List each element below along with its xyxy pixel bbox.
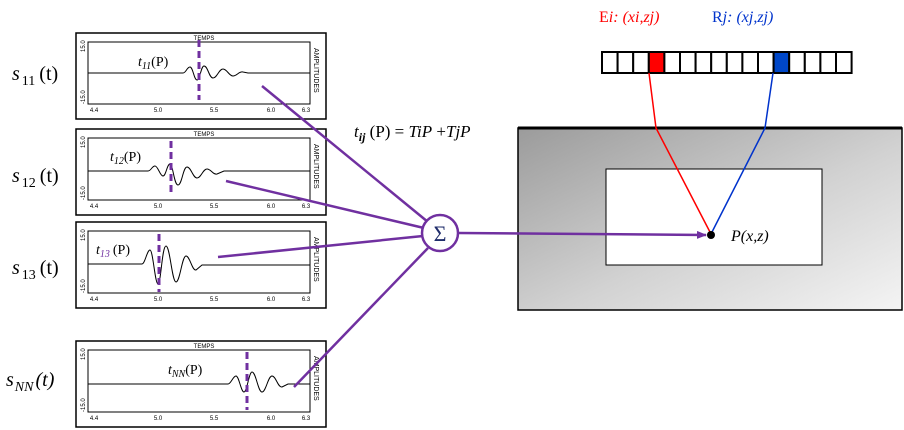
receiver-ray-path <box>710 72 774 235</box>
seismogram-panel: TEMPS AMPLITUDES 15.0 -15.0 4.4 5.0 5.5 … <box>75 32 327 120</box>
x-tick: 5.0 <box>154 204 163 210</box>
array-cell <box>803 51 822 74</box>
panel-side-label: AMPLITUDES <box>312 48 319 93</box>
pick-label: t13(P) <box>96 243 130 260</box>
y-bottom-tick: -15.0 <box>81 90 87 104</box>
y-bottom-tick: -15.0 <box>81 279 87 293</box>
panel-top-label: TEMPS <box>194 132 215 138</box>
x-tick: 4.4 <box>90 297 99 303</box>
pick-label: t11(P) <box>138 55 169 72</box>
array-cell <box>819 51 838 74</box>
array-cell <box>835 51 853 74</box>
receiver-cell <box>772 51 791 74</box>
y-bottom-tick: -15.0 <box>81 186 87 200</box>
array-cell <box>741 51 760 74</box>
array-cell <box>757 51 775 74</box>
panel-side-label: AMPLITUDES <box>312 144 319 189</box>
x-tick-labels: 4.4 5.0 5.5 6.0 6.3 <box>90 297 311 303</box>
connector-s13 <box>217 234 424 259</box>
x-tick: 6.0 <box>267 204 276 210</box>
array-cell <box>679 51 697 74</box>
x-tick: 5.5 <box>210 297 219 303</box>
x-tick: 4.4 <box>90 204 99 210</box>
x-tick: 4.4 <box>90 108 99 114</box>
seismogram-panel: TEMPS AMPLITUDES 15.0 -15.0 4.4 5.0 5.5 … <box>75 340 327 428</box>
summation-connections <box>217 85 429 388</box>
array-cell <box>694 51 713 74</box>
array-cell <box>632 51 650 74</box>
array-cell <box>710 51 728 74</box>
receiver-label: Rj: (xj,zj) <box>712 9 773 26</box>
transducer-array <box>601 51 853 74</box>
x-tick: 5.5 <box>210 108 219 114</box>
x-tick: 6.3 <box>302 416 311 422</box>
seismic-trace <box>88 65 310 81</box>
x-tick: 6.0 <box>267 108 276 114</box>
x-tick: 6.3 <box>302 108 311 114</box>
x-tick: 6.0 <box>267 416 276 422</box>
array-cell <box>616 51 635 74</box>
x-tick-labels: 4.4 5.0 5.5 6.0 6.3 <box>90 204 311 210</box>
emitter-ray-path <box>648 72 712 235</box>
x-tick: 6.3 <box>302 204 311 210</box>
panel-side-label: AMPLITUDES <box>312 237 319 282</box>
array-cell <box>725 51 744 74</box>
y-bottom-tick: -15.0 <box>81 398 87 412</box>
seismic-trace <box>88 163 310 186</box>
summation-arrow <box>458 230 707 239</box>
emitter-label: Ei: (xi,zj) <box>599 9 659 26</box>
connector-sNN <box>293 247 429 388</box>
connector-s12 <box>225 179 425 230</box>
sigma-symbol: Σ <box>434 221 447 246</box>
image-point-label: P(x,z) <box>730 228 769 245</box>
y-top-tick: 15.0 <box>81 348 87 360</box>
connector-s11 <box>261 85 429 223</box>
seismic-trace <box>88 371 310 393</box>
signal-group-sNN: sNN(t) TEMPS AMPLITUDES 15.0 -15.0 4.4 5… <box>6 340 327 428</box>
x-tick: 4.4 <box>90 416 99 422</box>
x-tick: 6.0 <box>267 297 276 303</box>
travel-time-formula: tij (P) = TiP +TjP <box>354 122 471 144</box>
x-tick: 5.0 <box>154 297 163 303</box>
seismogram-panel: TEMPS AMPLITUDES 15.0 -15.0 4.4 5.0 5.5 … <box>75 128 327 216</box>
pick-label: t12(P) <box>110 150 141 167</box>
signal-label: sNN(t) <box>6 369 55 395</box>
y-top-tick: 15.0 <box>81 40 87 52</box>
x-tick-labels: 4.4 5.0 5.5 6.0 6.3 <box>90 108 311 114</box>
x-tick: 5.0 <box>154 416 163 422</box>
subsurface-model <box>517 126 903 311</box>
y-top-tick: 15.0 <box>81 229 87 241</box>
panel-side-label: AMPLITUDES <box>312 356 319 401</box>
y-top-tick: 15.0 <box>81 136 87 148</box>
emitter-cell <box>647 51 666 74</box>
imaging-zone <box>605 168 823 266</box>
array-cell <box>601 51 619 74</box>
x-tick: 5.5 <box>210 416 219 422</box>
array-cell <box>788 51 806 74</box>
x-tick-labels: 4.4 5.0 5.5 6.0 6.3 <box>90 416 311 422</box>
summation-node: Σ <box>420 213 460 253</box>
x-tick: 6.3 <box>302 297 311 303</box>
panel-top-label: TEMPS <box>194 344 215 350</box>
x-tick: 5.5 <box>210 204 219 210</box>
array-cell <box>663 51 682 74</box>
pick-label: tNN(P) <box>168 363 203 380</box>
seismogram-panel: AMPLITUDES 15.0 -15.0 4.4 5.0 5.5 6.0 6.… <box>75 221 327 309</box>
seismic-trace <box>88 245 310 285</box>
image-point <box>707 231 715 239</box>
x-tick: 5.0 <box>154 108 163 114</box>
panel-top-label: TEMPS <box>194 36 215 42</box>
